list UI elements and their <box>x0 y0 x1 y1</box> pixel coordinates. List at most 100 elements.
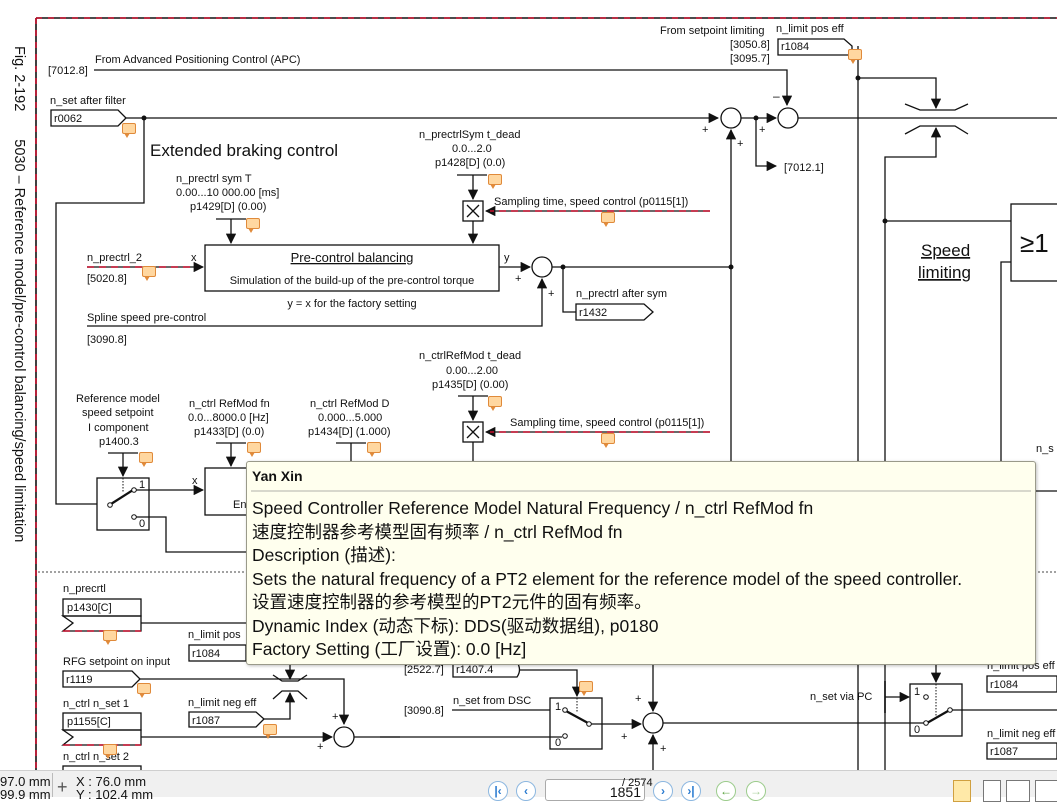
rfg-param[interactable]: r1119 <box>66 674 93 686</box>
switch-contact <box>923 694 929 700</box>
prectrl2-ref: [5020.8] <box>87 273 127 285</box>
comment-icon[interactable] <box>367 442 381 457</box>
limiter-lower <box>904 125 969 135</box>
setpoint-limiting-label: From setpoint limiting <box>660 25 765 37</box>
comment-icon[interactable] <box>247 442 261 457</box>
plus-sign: + <box>621 731 627 743</box>
speed-limiting-label-2: limiting <box>918 263 971 282</box>
comment-icon[interactable] <box>103 630 117 645</box>
nlimit-neg-label: n_limit neg eff <box>188 697 257 709</box>
height-readout: 99.9 mm <box>0 787 51 802</box>
back-view-button[interactable]: ← <box>716 781 736 801</box>
figure-number: Fig. 2-192 <box>11 46 27 112</box>
refmod-D-name: n_ctrl RefMod D <box>310 398 390 410</box>
comment-icon[interactable] <box>601 433 615 448</box>
spline-line <box>87 277 548 327</box>
x-label: x <box>192 475 198 487</box>
comment-icon[interactable] <box>263 724 277 739</box>
nlimit-neg-param3[interactable]: r1087 <box>990 746 1018 758</box>
refmod-tdead-name: n_ctrlRefMod t_dead <box>419 350 521 362</box>
nset1-connector[interactable] <box>60 729 142 746</box>
prectrl-after-sym-param[interactable]: r1432 <box>579 307 607 319</box>
limiter-lower <box>272 690 308 700</box>
plus-sign: + <box>759 124 765 136</box>
sampling-time-2: Sampling time, speed control (p0115[1]) <box>510 417 704 429</box>
comment-icon[interactable] <box>142 266 156 281</box>
comment-icon[interactable] <box>103 744 117 759</box>
nlimit-neg-param[interactable]: r1087 <box>192 715 220 727</box>
continuous-view-button[interactable] <box>983 780 1001 802</box>
nset1-label: n_ctrl n_set 1 <box>63 698 129 710</box>
plus-sign: + <box>660 743 666 755</box>
refmod-fn-name: n_ctrl RefMod fn <box>189 398 270 410</box>
nlimit-pos-connector3[interactable] <box>986 675 1057 693</box>
comment-icon[interactable] <box>488 396 502 411</box>
comment-icon[interactable] <box>601 212 615 227</box>
prectrl-connector[interactable] <box>60 615 142 632</box>
single-page-view-button[interactable] <box>953 780 971 802</box>
refmodel-param[interactable]: p1400.3 <box>99 436 139 448</box>
prectrl-after-sym-connector[interactable] <box>575 303 654 321</box>
comment-icon[interactable] <box>137 683 151 698</box>
refmod-D-param[interactable]: p1434[D] (1.000) <box>308 426 391 438</box>
switch-contact <box>562 707 568 713</box>
prectrl-after-sym-label: n_prectrl after sym <box>576 288 667 300</box>
comment-icon[interactable] <box>139 452 153 467</box>
comment-icon[interactable] <box>246 218 260 233</box>
nlimit-neg-connector3[interactable] <box>986 742 1057 760</box>
next-page-button[interactable]: › <box>653 781 673 801</box>
comment-icon[interactable] <box>122 123 136 138</box>
dsc-param[interactable]: r1407.4 <box>456 664 493 676</box>
last-page-button[interactable]: ›| <box>681 781 701 801</box>
prev-page-button[interactable]: ‹ <box>516 781 536 801</box>
refmodel-label-3: I component <box>88 422 149 434</box>
comment-icon[interactable] <box>579 681 593 696</box>
first-page-button[interactable]: |‹ <box>488 781 508 801</box>
refmod-fn-param[interactable]: p1433[D] (0.0) <box>194 426 264 438</box>
plus-sign: + <box>737 138 743 150</box>
prectrlSym-tdead-range: 0.0...2.0 <box>452 143 492 155</box>
plus-sign: + <box>548 288 554 300</box>
continuous-facing-view-button[interactable] <box>1035 780 1057 802</box>
refmod-tdead-param[interactable]: p1435[D] (0.00) <box>432 379 508 391</box>
nlimit-pos-param[interactable]: r1084 <box>781 41 809 53</box>
comment-icon[interactable] <box>848 49 862 64</box>
width-readout: 97.0 mm <box>0 774 51 789</box>
sum-point-3 <box>531 256 553 278</box>
nset2-param-box[interactable] <box>62 765 142 770</box>
limit-pos-arrow <box>858 77 942 110</box>
plus-sign: + <box>317 741 323 753</box>
facing-view-button[interactable] <box>1006 780 1030 802</box>
refmodel-block-label: En <box>233 499 246 511</box>
plus-sign: + <box>635 693 641 705</box>
or-gate <box>1010 203 1057 282</box>
line <box>562 267 576 313</box>
ext-braking-title: Extended braking control <box>150 141 338 160</box>
switch-contact <box>947 707 953 713</box>
rfg-line <box>140 678 350 726</box>
nset1-param[interactable]: p1155[C] <box>67 716 111 728</box>
rfg-connector[interactable] <box>62 670 141 688</box>
tooltip-separator <box>251 490 1031 492</box>
refmod-D-range: 0.000...5.000 <box>318 412 382 424</box>
factory-note: y = x for the factory setting <box>287 298 416 310</box>
tooltip-line: 速度控制器参考模型固有频率 / n_ctrl RefMod fn <box>252 521 623 542</box>
comment-icon[interactable] <box>488 174 502 189</box>
forward-view-button[interactable]: → <box>746 781 766 801</box>
plus-sign: + <box>515 273 521 285</box>
line <box>136 516 250 553</box>
spline-ref: [3090.8] <box>87 334 127 346</box>
switch-contact <box>923 720 929 726</box>
prectrlSym-tdead-param[interactable]: p1428[D] (0.0) <box>435 157 505 169</box>
nset2-label: n_ctrl n_set 2 <box>63 751 129 763</box>
prectrl-param[interactable]: p1430[C] <box>67 602 112 614</box>
nlimit-pos-param2[interactable]: r1084 <box>192 648 220 660</box>
nset-filter-param[interactable]: r0062 <box>54 113 82 125</box>
setpoint-limiting-ref2: [3095.7] <box>730 53 770 65</box>
prectrl-symT-param[interactable]: p1429[D] (0.00) <box>190 201 266 213</box>
nlimit-pos-param3[interactable]: r1084 <box>990 679 1018 691</box>
nlimit-neg-connector[interactable] <box>188 711 265 728</box>
status-bar: 97.0 mm 99.9 mm + X : 76.0 mm Y : 102.4 … <box>0 770 1057 802</box>
nset-filter-connector[interactable] <box>50 109 127 127</box>
refmod-tdead-range: 0.00...2.00 <box>446 365 498 377</box>
